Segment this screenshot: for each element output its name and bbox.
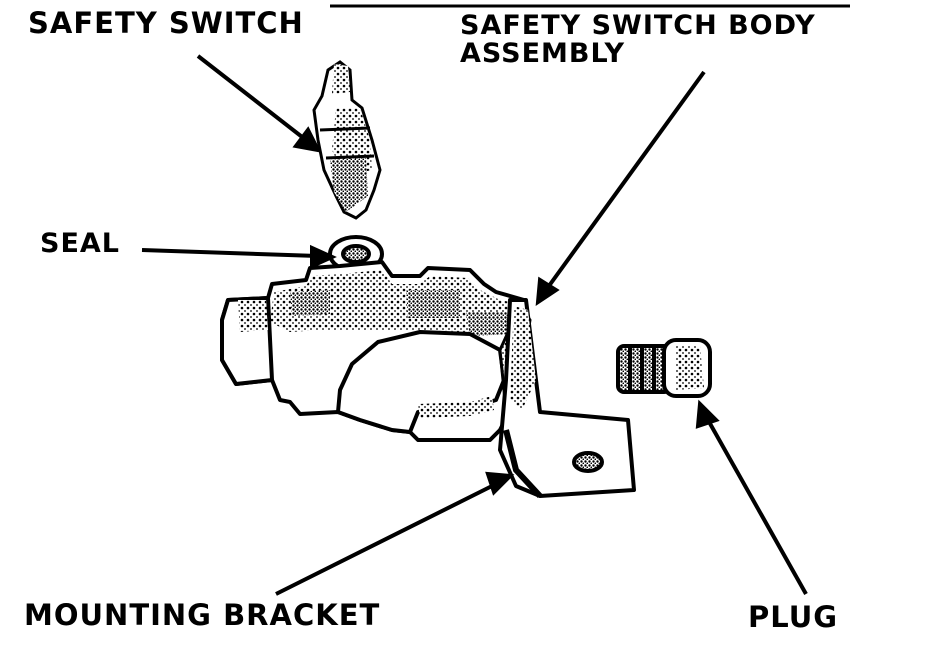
body-assembly-part — [220, 260, 532, 442]
arrow-body-assembly — [544, 70, 706, 292]
arrow-safety-switch — [196, 54, 308, 142]
arrow-plug — [706, 419, 808, 595]
label-body-assembly-line2: ASSEMBLY — [460, 38, 626, 70]
label-plug: PLUG — [748, 600, 839, 634]
mounting-bracket-part — [498, 298, 636, 499]
arrowhead-seal — [310, 244, 337, 270]
arrowhead-safety-switch — [292, 126, 322, 153]
arrow-seal — [141, 248, 319, 258]
leader-lines — [141, 54, 808, 596]
label-body-assembly-line1: SAFETY SWITCH BODY — [460, 10, 816, 41]
arrowhead-mounting-bracket — [485, 471, 515, 496]
arrowhead-body-assembly — [535, 276, 560, 306]
label-mounting-bracket: MOUNTING BRACKET — [24, 598, 381, 632]
plug-part — [616, 338, 712, 398]
label-safety-switch-body-assembly: SAFETY SWITCH BODY ASSEMBLY — [460, 10, 880, 70]
label-safety-switch: SAFETY SWITCH — [28, 6, 304, 40]
arrow-mounting-bracket — [275, 482, 497, 596]
label-seal: SEAL — [40, 228, 120, 259]
safety-switch-part — [312, 60, 382, 220]
arrowhead-plug — [695, 399, 720, 429]
